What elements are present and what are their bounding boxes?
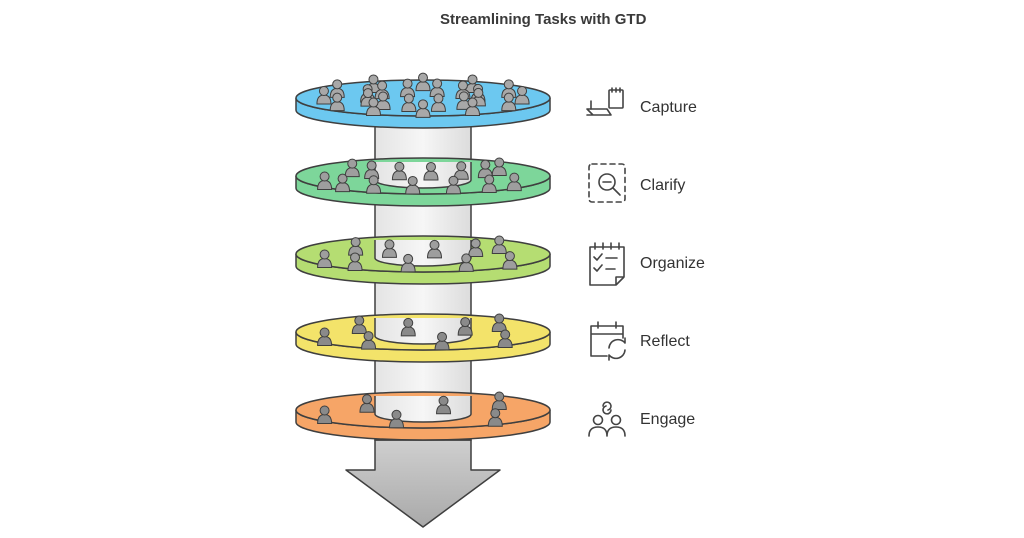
person-figure xyxy=(366,175,382,194)
stage-disc-reflect xyxy=(295,313,551,363)
person-figure xyxy=(317,327,333,346)
stage-label: Organize xyxy=(640,255,705,272)
stage-label: Reflect xyxy=(640,333,690,350)
stage-organize: Organize xyxy=(589,242,705,286)
person-figure xyxy=(465,97,481,117)
stage-capture: Capture xyxy=(586,87,697,116)
stage-disc-clarify xyxy=(295,157,551,207)
person-figure xyxy=(427,239,443,259)
stage-disc-engage xyxy=(295,391,551,441)
stage-label: Clarify xyxy=(640,177,685,194)
person-figure xyxy=(317,171,333,190)
person-figure xyxy=(491,313,507,332)
person-figure xyxy=(400,253,416,273)
down-arrow xyxy=(345,439,501,528)
person-figure xyxy=(316,86,332,105)
person-figure xyxy=(497,329,513,349)
person-figure xyxy=(388,409,404,429)
stage-disc-capture xyxy=(295,72,551,129)
person-figure xyxy=(415,99,431,118)
person-figure xyxy=(365,97,381,117)
stage-clarify: Clarify xyxy=(588,163,685,203)
person-figure xyxy=(453,161,469,180)
clarify-icon xyxy=(588,163,626,203)
person-figure xyxy=(317,249,333,268)
person-figure xyxy=(361,331,377,350)
person-figure xyxy=(457,317,473,336)
person-figure xyxy=(491,235,507,254)
stage-disc-organize xyxy=(295,235,551,285)
person-figure xyxy=(455,80,471,99)
capture-icon xyxy=(586,87,624,116)
reflect-icon xyxy=(590,321,626,361)
person-figure xyxy=(415,72,431,92)
person-figure xyxy=(491,157,507,176)
person-figure xyxy=(468,238,484,257)
person-figure xyxy=(329,92,345,112)
person-figure xyxy=(348,237,364,256)
person-figure xyxy=(347,252,363,271)
person-figure xyxy=(317,405,333,424)
stage-reflect: Reflect xyxy=(590,321,690,361)
person-figure xyxy=(401,93,417,112)
person-figure xyxy=(481,174,497,194)
person-figure xyxy=(491,391,507,410)
person-figure xyxy=(458,253,474,272)
person-figure xyxy=(502,251,518,270)
person-figure xyxy=(456,91,472,110)
person-figure xyxy=(434,331,450,351)
person-figure xyxy=(375,91,391,111)
person-figure xyxy=(405,175,421,195)
person-figure xyxy=(359,394,375,413)
person-figure xyxy=(501,92,517,112)
person-figure xyxy=(430,93,446,112)
person-figure xyxy=(487,408,503,427)
person-figure xyxy=(351,315,367,335)
person-figure xyxy=(506,172,522,192)
person-figure xyxy=(445,175,461,195)
stage-engage: Engage xyxy=(588,401,695,437)
person-figure xyxy=(381,239,397,258)
organize-icon xyxy=(589,242,625,286)
person-figure xyxy=(400,317,416,337)
person-figure xyxy=(436,395,452,415)
person-figure xyxy=(514,86,530,105)
person-figure xyxy=(335,173,351,193)
person-figure xyxy=(344,158,360,178)
diagram-title: Streamlining Tasks with GTD xyxy=(440,11,647,28)
engage-icon xyxy=(588,401,626,437)
person-figure xyxy=(391,161,407,181)
stage-label: Engage xyxy=(640,411,695,428)
stage-label: Capture xyxy=(640,99,697,116)
person-figure xyxy=(423,161,439,181)
